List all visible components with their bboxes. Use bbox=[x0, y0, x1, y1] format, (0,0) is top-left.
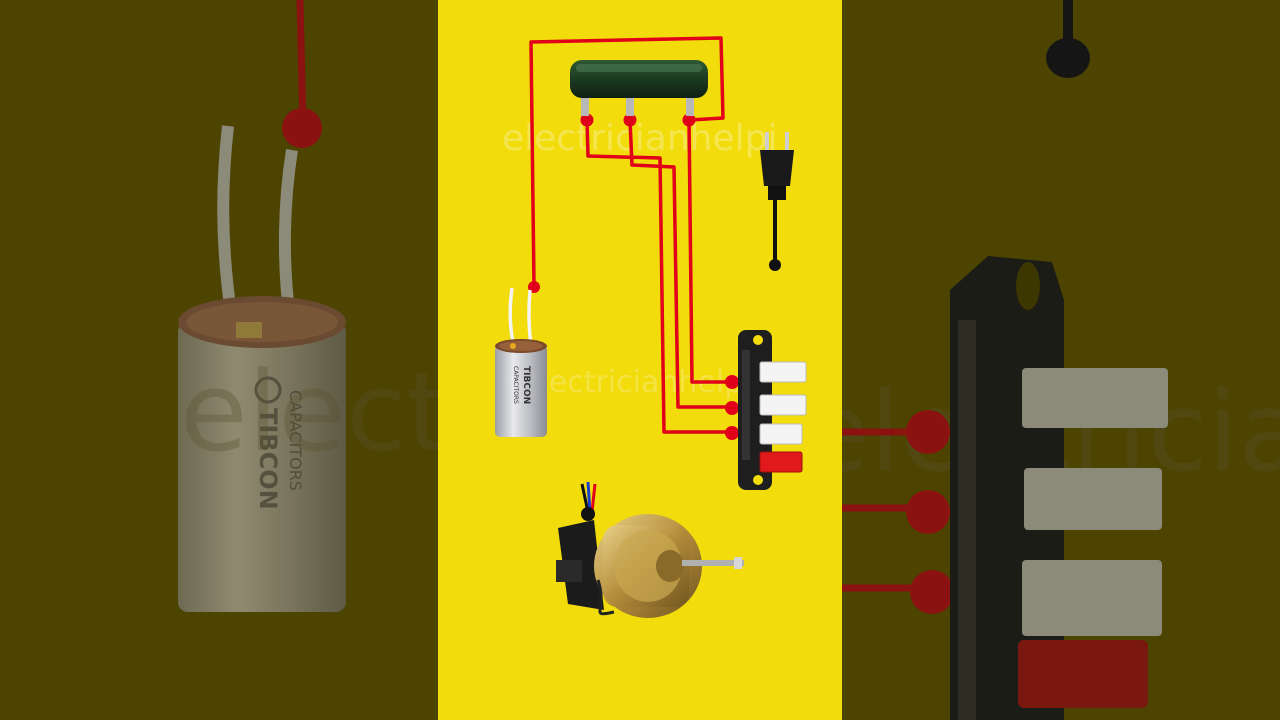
switch-terminal-3 bbox=[725, 426, 739, 440]
resistor bbox=[570, 60, 708, 116]
switch-button-off-zoom bbox=[1018, 640, 1148, 708]
wire-capacitor-to-resistor bbox=[529, 36, 725, 287]
wiring-diagram: electricianhelpj electricianhelpj bbox=[438, 0, 842, 720]
capacitor-brand-zoom: TIBCON bbox=[254, 408, 282, 510]
plug bbox=[760, 132, 794, 271]
junction-dots bbox=[528, 113, 739, 440]
resistor-terminal-2 bbox=[623, 113, 637, 127]
switch-button-1-zoom bbox=[1022, 368, 1168, 428]
push-switch bbox=[738, 330, 807, 490]
watermark-left: electricianhelpj bbox=[180, 348, 438, 476]
switch-zoom-illustration: electricianhelpj bbox=[842, 0, 1280, 720]
junction-dot bbox=[282, 108, 322, 148]
resistor-terminal-3 bbox=[682, 113, 696, 127]
switch-terminal-1 bbox=[725, 375, 739, 389]
cord-end-zoom bbox=[1046, 38, 1090, 78]
switch-button-2 bbox=[759, 394, 807, 416]
switch-button-2-zoom bbox=[1024, 468, 1162, 530]
capacitor: TIBCON CAPACITORS bbox=[495, 287, 547, 437]
wire-resistor-t1-switch3 bbox=[585, 119, 732, 434]
watermark-top: electricianhelpj bbox=[502, 118, 778, 159]
fan-motor bbox=[556, 481, 744, 618]
switch-terminal-2 bbox=[725, 401, 739, 415]
red-wires bbox=[529, 36, 732, 434]
plug-cord-end bbox=[769, 259, 781, 271]
capacitor-zoom-illustration: TIBCON CAPACITORS electricianhelpj bbox=[178, 0, 438, 612]
switch-button-off bbox=[759, 451, 803, 473]
circuit-diagram-svg: electricianhelpj electricianhelpj bbox=[495, 36, 807, 618]
wire-resistor-t2-switch2 bbox=[628, 119, 732, 409]
left-zoom-panel: TIBCON CAPACITORS electricianhelpj bbox=[0, 0, 438, 720]
terminal-dots-zoom bbox=[906, 410, 954, 614]
capacitor-brand: TIBCON bbox=[521, 366, 531, 404]
switch-button-3 bbox=[759, 423, 803, 445]
switch-button-1 bbox=[759, 361, 807, 383]
capacitor-label-zoom: CAPACITORS bbox=[286, 390, 305, 491]
capacitor-label: CAPACITORS bbox=[512, 366, 519, 404]
wire-resistor-t3-switch1 bbox=[687, 119, 732, 384]
resistor-terminal-1 bbox=[580, 113, 594, 127]
right-zoom-panel: electricianhelpj bbox=[842, 0, 1280, 720]
capacitor-terminal bbox=[528, 281, 540, 293]
switch-button-3-zoom bbox=[1022, 560, 1162, 636]
